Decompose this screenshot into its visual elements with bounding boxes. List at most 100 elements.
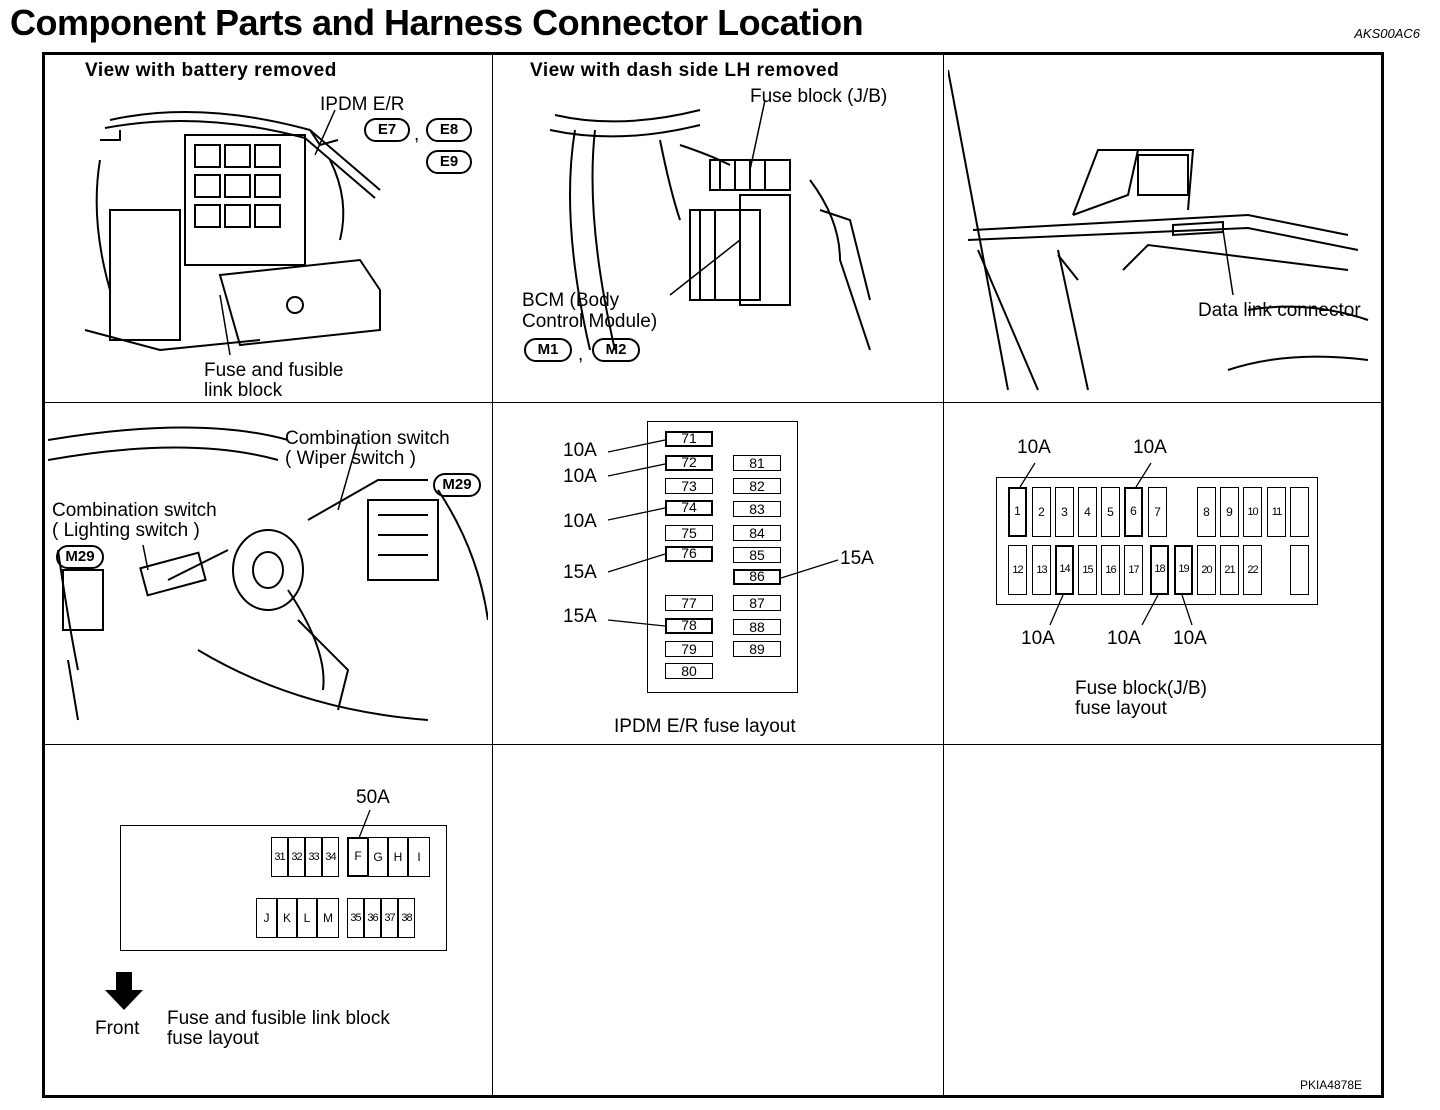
badge-separator: , bbox=[414, 124, 420, 145]
jb-fuse-11: 11 bbox=[1267, 487, 1286, 537]
diagram-frame bbox=[42, 52, 1384, 1098]
jb-fuse-caption-line2: fuse layout bbox=[1075, 698, 1167, 719]
jb-fuse-2: 2 bbox=[1032, 487, 1051, 537]
fusible-caption: Fuse and fusible link block bbox=[167, 1008, 390, 1029]
connector-badge-m29-left: M29 bbox=[56, 545, 104, 569]
ipdm-fuse-79: 79 bbox=[665, 641, 713, 657]
jb-fuse-caption: Fuse block(J/B) bbox=[1075, 678, 1207, 699]
figure-code: PKIA4878E bbox=[1299, 1078, 1362, 1092]
jb-fuse-7: 7 bbox=[1148, 487, 1167, 537]
jb-fuse-panel bbox=[996, 477, 1318, 605]
connector-badge-m1: M1 bbox=[524, 338, 572, 362]
connector-badge-e7: E7 bbox=[364, 118, 410, 142]
jb-fuse-10: 10 bbox=[1243, 487, 1262, 537]
amp-label-86: 15A bbox=[840, 548, 874, 569]
ipdm-fuse-81: 81 bbox=[733, 455, 781, 471]
ipdm-fuse-78: 78 bbox=[665, 618, 713, 634]
fusible-link-panel bbox=[120, 825, 447, 951]
ipdm-fuse-89: 89 bbox=[733, 641, 781, 657]
grid-divider bbox=[943, 54, 944, 1096]
ipdm-fuse-77: 77 bbox=[665, 595, 713, 611]
ipdm-fuse-85: 85 bbox=[733, 547, 781, 563]
jb-fuse-15: 15 bbox=[1078, 545, 1097, 595]
fusible-caption-line2: fuse layout bbox=[167, 1028, 259, 1049]
dlc-label: Data link connector bbox=[1198, 300, 1361, 321]
jb-fuse-4: 4 bbox=[1078, 487, 1097, 537]
ipdm-leader-lines bbox=[607, 439, 839, 627]
ipdm-fuse-76: 76 bbox=[665, 546, 713, 562]
fusible-link-m: M bbox=[317, 898, 339, 938]
amp-label-74: 10A bbox=[563, 511, 597, 532]
wiper-switch-label: Combination switch bbox=[285, 428, 450, 449]
jb-leader-lines bbox=[1019, 462, 1193, 626]
fusible-link-f: F bbox=[347, 837, 369, 877]
amp-label-jb18: 10A bbox=[1107, 628, 1141, 649]
ipdm-fuse-72: 72 bbox=[665, 455, 713, 471]
ipdm-fuse-73: 73 bbox=[665, 478, 713, 494]
steering-column-illustration bbox=[48, 426, 488, 721]
jb-fuse-1: 1 bbox=[1008, 487, 1027, 537]
connector-badge-e9: E9 bbox=[426, 150, 472, 174]
badge-separator: , bbox=[578, 344, 584, 365]
data-link-connector-illustration bbox=[948, 70, 1369, 391]
jb-fuse-spare-top bbox=[1290, 487, 1309, 537]
jb-fuse-9: 9 bbox=[1220, 487, 1239, 537]
fusible-link-h: H bbox=[388, 837, 408, 877]
jb-fuse-16: 16 bbox=[1101, 545, 1120, 595]
ipdm-fuse-80: 80 bbox=[665, 663, 713, 679]
jb-fuse-12: 12 bbox=[1008, 545, 1027, 595]
ipdm-fuse-82: 82 bbox=[733, 478, 781, 494]
jb-fuse-6: 6 bbox=[1124, 487, 1143, 537]
fusible-fuse-32: 32 bbox=[288, 837, 305, 877]
ipdm-fuse-75: 75 bbox=[665, 525, 713, 541]
page-title: Component Parts and Harness Connector Lo… bbox=[10, 2, 864, 43]
fusible-leader-line bbox=[358, 809, 371, 839]
amp-label-f: 50A bbox=[356, 787, 390, 808]
ipdm-label: IPDM E/R bbox=[320, 94, 405, 115]
panel1-heading: View with battery removed bbox=[85, 60, 337, 81]
ipdm-fuse-84: 84 bbox=[733, 525, 781, 541]
bcm-label-line2: Control Module) bbox=[522, 311, 658, 332]
fusible-link-l: L bbox=[297, 898, 317, 938]
jb-fuse-8: 8 bbox=[1197, 487, 1216, 537]
grid-divider bbox=[44, 744, 1382, 745]
ipdm-fuse-86: 86 bbox=[733, 569, 781, 585]
ipdm-fuse-74: 74 bbox=[665, 500, 713, 516]
amp-label-76: 15A bbox=[563, 562, 597, 583]
bcm-label: BCM (Body bbox=[522, 290, 620, 311]
jb-fuse-17: 17 bbox=[1124, 545, 1143, 595]
fusible-link-i: I bbox=[408, 837, 430, 877]
jb-fuse-5: 5 bbox=[1101, 487, 1120, 537]
connector-badge-m2: M2 bbox=[592, 338, 640, 362]
jb-fuse-14: 14 bbox=[1055, 545, 1074, 595]
document-code: AKS00AC6 bbox=[1354, 26, 1420, 41]
fusible-fuse-34: 34 bbox=[322, 837, 339, 877]
jb-fuse-19: 19 bbox=[1174, 545, 1193, 595]
fuse-block-label-line2: link block bbox=[204, 380, 283, 401]
amp-label-jb14: 10A bbox=[1021, 628, 1055, 649]
amp-label-jb19: 10A bbox=[1173, 628, 1207, 649]
ipdm-fuse-panel bbox=[647, 421, 798, 693]
ipdm-fuse-caption: IPDM E/R fuse layout bbox=[614, 716, 796, 737]
jb-fuse-22: 22 bbox=[1243, 545, 1262, 595]
jb-fuse-spare-bottom bbox=[1290, 545, 1309, 595]
jb-fuse-21: 21 bbox=[1220, 545, 1239, 595]
fusible-fuse-31: 31 bbox=[271, 837, 288, 877]
ipdm-fuse-87: 87 bbox=[733, 595, 781, 611]
ipdm-fuse-71: 71 bbox=[665, 431, 713, 447]
fusible-link-k: K bbox=[277, 898, 297, 938]
connector-badge-e8: E8 bbox=[426, 118, 472, 142]
lighting-switch-label: Combination switch bbox=[52, 500, 217, 521]
fusible-fuse-36: 36 bbox=[364, 898, 381, 938]
amp-label-71: 10A bbox=[563, 440, 597, 461]
front-arrow-icon bbox=[105, 972, 143, 1010]
jb-fuse-18: 18 bbox=[1150, 545, 1169, 595]
jb-fuse-20: 20 bbox=[1197, 545, 1216, 595]
amp-label-jb6: 10A bbox=[1133, 437, 1167, 458]
jb-fuse-block-label: Fuse block (J/B) bbox=[750, 86, 888, 107]
ipdm-fuse-88: 88 bbox=[733, 619, 781, 635]
grid-divider bbox=[44, 402, 1382, 403]
fusible-fuse-37: 37 bbox=[381, 898, 398, 938]
amp-label-jb1: 10A bbox=[1017, 437, 1051, 458]
jb-fuse-13: 13 bbox=[1032, 545, 1051, 595]
